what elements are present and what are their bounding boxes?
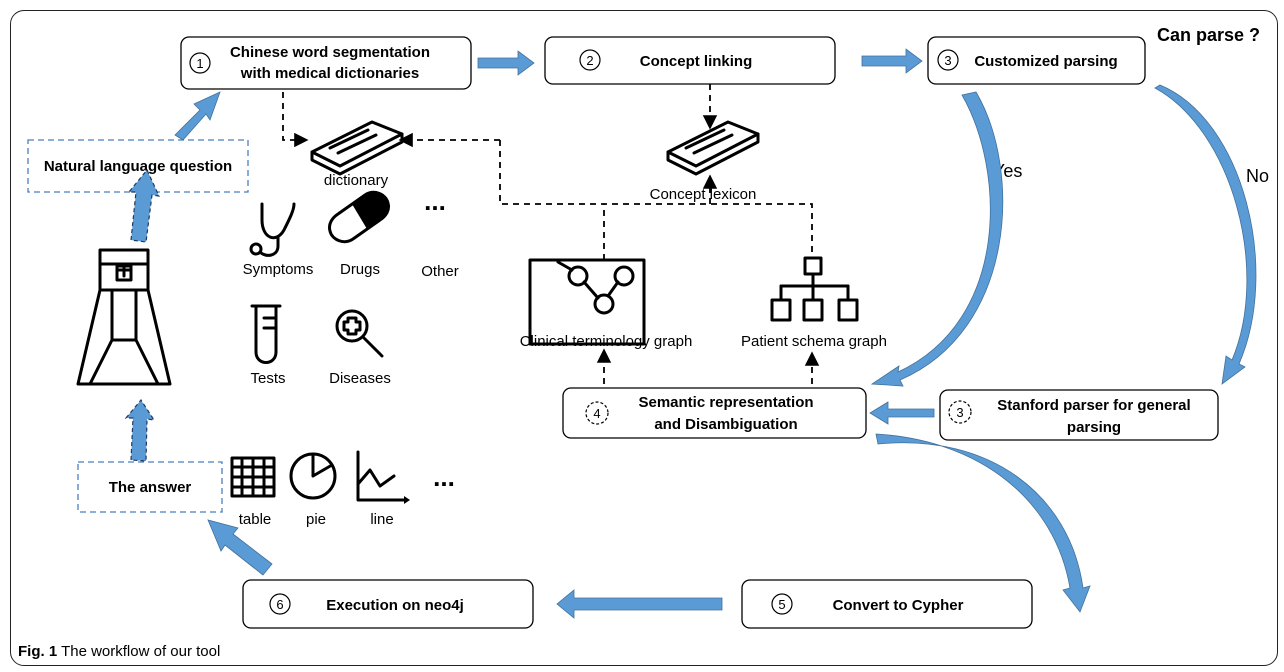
clinical-graph-label: Clinical terminology graph: [520, 333, 693, 350]
step3a-label: Customized parsing: [974, 53, 1117, 70]
category-symptoms: Symptoms: [243, 261, 314, 278]
stethoscope-icon: [249, 202, 296, 257]
category-tests: Tests: [250, 370, 285, 387]
step4-box: 4 Semantic representation and Disambigua…: [562, 387, 867, 439]
answer-type-table: table: [239, 511, 272, 528]
step3b-line1: Stanford parser for general: [997, 397, 1190, 414]
arrow-step5-to-step6: [556, 589, 723, 619]
test-tube-icon: [250, 304, 282, 364]
step6-label: Execution on neo4j: [326, 597, 464, 614]
step3-customized-box: 3 Customized parsing: [927, 36, 1146, 85]
figure-frame: [10, 10, 1278, 666]
step6-box: 6 Execution on neo4j: [242, 579, 534, 629]
arrow-stanford-to-step4: [869, 401, 935, 425]
step5-box: 5 Convert to Cypher: [741, 579, 1033, 629]
arrow-to-step1: [174, 91, 221, 141]
doctor-robot-icon: [76, 248, 172, 386]
answer-label: The answer: [109, 479, 192, 496]
patient-graph-label: Patient schema graph: [741, 333, 887, 350]
arrow-step6-to-answer: [207, 519, 273, 576]
arrow-yes-curve: [870, 91, 1004, 387]
step2-box: 2 Concept linking: [544, 36, 836, 85]
pill-icon: [328, 190, 390, 244]
dashed-connectors: [282, 84, 820, 384]
step3a-number: 3: [944, 53, 951, 68]
step3-stanford-box: 3 Stanford parser for general parsing: [939, 389, 1219, 441]
table-icon: [230, 456, 276, 498]
pie-icon: [289, 452, 337, 500]
magnifier-cross-icon: [335, 309, 384, 358]
question-label: Natural language question: [44, 158, 232, 175]
category-drugs: Drugs: [340, 261, 380, 278]
arrow-answer-to-robot: [124, 398, 156, 462]
caption-label: Fig. 1: [18, 643, 57, 660]
step1-line2: with medical dictionaries: [240, 65, 419, 82]
step1-line1: Chinese word segmentation: [230, 44, 430, 61]
arrow-step4-to-step5-curve: [875, 433, 1091, 613]
answer-type-line: line: [370, 511, 393, 528]
arrow-step2-to-step3: [861, 48, 923, 74]
answer-type-pie: pie: [306, 511, 326, 528]
step5-number: 5: [778, 597, 785, 612]
step3b-number: 3: [956, 405, 963, 420]
step4-number: 4: [593, 406, 600, 421]
patient-schema-icon: [770, 256, 859, 322]
step1-box: 1 Chinese word segmentation with medical…: [180, 36, 472, 90]
step1-number: 1: [196, 56, 203, 71]
step4-line2: and Disambiguation: [654, 416, 797, 433]
no-label: No: [1246, 166, 1269, 186]
step2-label: Concept linking: [640, 53, 753, 70]
step3b-line2: parsing: [1067, 419, 1121, 436]
categories-ellipsis: ...: [424, 186, 446, 216]
answer-types-ellipsis: ...: [433, 462, 455, 492]
caption-text: The workflow of our tool: [57, 643, 220, 660]
step2-number: 2: [586, 53, 593, 68]
lexicon-icon: [666, 120, 760, 176]
category-diseases: Diseases: [329, 370, 391, 387]
arrow-robot-to-question: [127, 168, 161, 243]
arrow-step1-to-step2: [477, 50, 535, 76]
can-parse-label: Can parse ?: [1157, 25, 1260, 45]
dictionary-label: dictionary: [324, 172, 389, 189]
category-other: Other: [421, 263, 459, 280]
line-chart-icon: [356, 450, 410, 504]
dictionary-icon: [310, 120, 404, 176]
step4-line1: Semantic representation: [638, 394, 813, 411]
step5-label: Convert to Cypher: [833, 597, 964, 614]
answer-box: The answer: [77, 461, 223, 513]
lexicon-label: Concept lexicon: [650, 186, 757, 203]
step6-number: 6: [276, 597, 283, 612]
arrow-no-curve: [1154, 84, 1257, 385]
clinical-graph-icon: [528, 258, 646, 346]
figure-caption: Fig. 1 The workflow of our tool: [18, 643, 220, 660]
